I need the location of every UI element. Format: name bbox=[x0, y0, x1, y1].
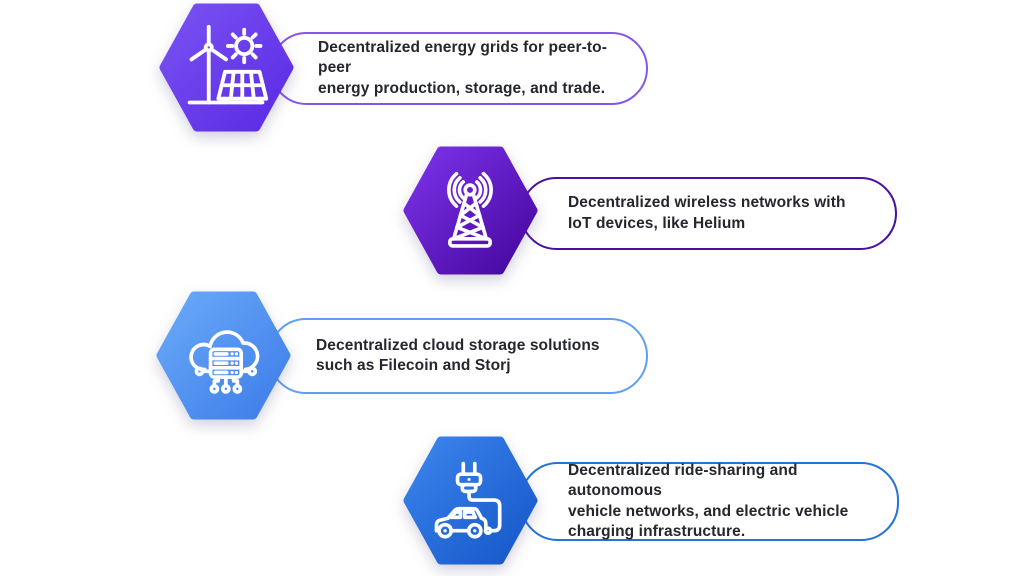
ev-charging-car-icon bbox=[434, 461, 502, 539]
item-text-storage: Decentralized cloud storage solutions su… bbox=[316, 336, 600, 374]
item-text-energy: Decentralized energy grids for peer-to-p… bbox=[318, 39, 607, 97]
infographic-item-storage: Decentralized cloud storage solutions su… bbox=[155, 290, 915, 430]
wind-turbine-solar-icon bbox=[187, 24, 269, 105]
hexagon-badge-energy bbox=[158, 2, 295, 133]
text-pill-mobility: Decentralized ride-sharing and autonomou… bbox=[520, 462, 899, 541]
hexagon-badge-storage bbox=[155, 290, 292, 421]
text-pill-wireless: Decentralized wireless networks with IoT… bbox=[520, 177, 897, 250]
item-text-wireless: Decentralized wireless networks with IoT… bbox=[568, 194, 846, 232]
infographic-item-mobility: Decentralized ride-sharing and autonomou… bbox=[402, 435, 1024, 575]
hexagon-badge-wireless bbox=[402, 145, 539, 276]
hexagon-badge-mobility bbox=[402, 435, 539, 566]
radio-tower-icon bbox=[447, 171, 493, 248]
infographic-item-wireless: Decentralized wireless networks with IoT… bbox=[402, 145, 1024, 285]
cloud-server-icon bbox=[189, 330, 260, 394]
infographic-item-energy: Decentralized energy grids for peer-to-p… bbox=[158, 2, 918, 142]
item-text-mobility: Decentralized ride-sharing and autonomou… bbox=[568, 462, 849, 540]
text-pill-energy: Decentralized energy grids for peer-to-p… bbox=[270, 32, 648, 105]
text-pill-storage: Decentralized cloud storage solutions su… bbox=[268, 318, 648, 394]
